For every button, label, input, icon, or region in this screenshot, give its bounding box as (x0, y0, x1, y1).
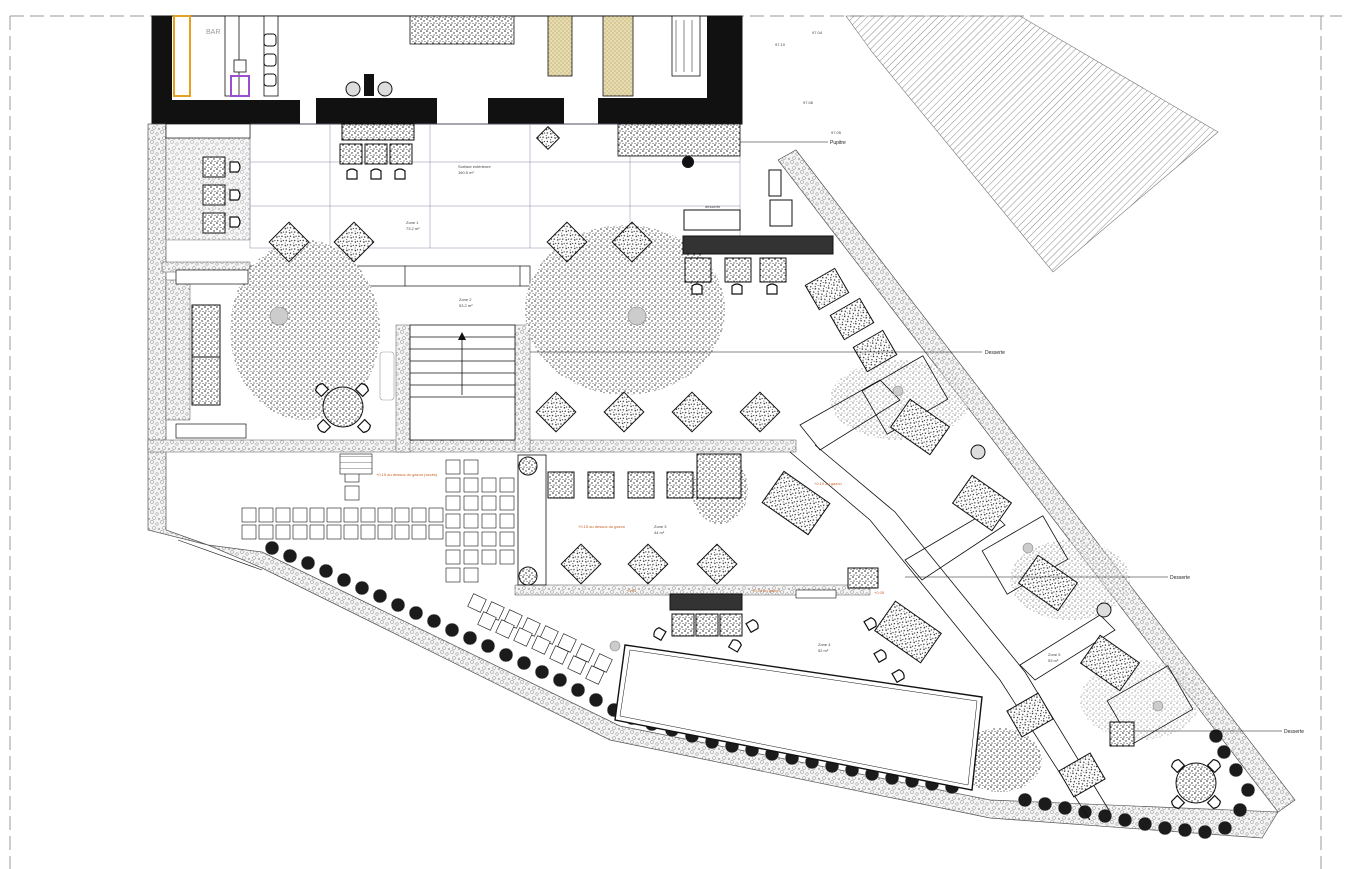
surface-value: 160.5 m² (458, 170, 474, 175)
shrub (682, 156, 694, 168)
elevation-97-05: 97.05 (831, 130, 842, 135)
planter (518, 566, 538, 586)
label-pupitre: Pupitre (830, 140, 846, 146)
note-gazon-1: +0.15 au dessus du gazon (578, 524, 625, 529)
zone-3-area: 44 m² (654, 530, 665, 535)
paved-squares (241, 459, 613, 685)
zone-4-area: 52 m² (818, 648, 829, 653)
note-level-3: +0.04 au gazon (752, 588, 780, 593)
dining-furniture (191, 123, 1217, 804)
level-annotations: +0.15 au dessus du gazon (accès) +0.15 a… (376, 472, 885, 595)
note-level-2: +0.05 (874, 590, 885, 595)
hatched-neighbour-building (845, 15, 1219, 273)
elevation-97-10: 97.10 (775, 42, 786, 47)
threshold-marker (795, 589, 837, 599)
post (1152, 700, 1164, 712)
banquette (175, 423, 247, 439)
umbrella-base (1096, 602, 1112, 618)
zone-labels: Zone 1 73.2 m² Zone 2 53.2 m² Zone 3 44 … (406, 164, 1061, 663)
note-gazon-2: +0.10 au gazon (814, 481, 842, 486)
elevation-marks: 97.04 97.10 97.06 97.05 (775, 30, 842, 135)
pool (614, 644, 983, 791)
zone-1-label: Zone 1 (406, 220, 419, 225)
zone-5-label: Zone 5 (1048, 652, 1061, 657)
leader-lines (177, 141, 1282, 732)
note-gazon-access: +0.15 au dessus du gazon (accès) (376, 472, 438, 477)
post (609, 640, 621, 652)
banquette (165, 123, 251, 139)
zone-2-area: 53.2 m² (459, 303, 473, 308)
step-block (339, 453, 373, 475)
zone-3-label: Zone 3 (654, 524, 667, 529)
label-desserte-2: Desserte (1170, 575, 1190, 581)
entry-steps (617, 123, 741, 157)
zone-4-label: Zone 4 (818, 642, 831, 647)
main-building: BAR (151, 15, 743, 125)
post (892, 385, 904, 397)
label-desserte-1: Desserte (985, 350, 1005, 356)
zone-5-area: 53 m² (1048, 658, 1059, 663)
zone-2-label: Zone 2 (459, 297, 472, 302)
bench (379, 351, 395, 401)
foliage-clusters (230, 225, 1200, 792)
elevation-97-04: 97.04 (812, 30, 823, 35)
note-level-1: +0.04 (626, 588, 637, 593)
zone-1-area: 73.2 m² (406, 226, 420, 231)
tree-trunk (627, 306, 647, 326)
pebble-perimeter (147, 123, 1296, 839)
desserte-box-label: desserte (705, 204, 721, 209)
elevation-97-06: 97.06 (803, 100, 814, 105)
bar-label: BAR (206, 29, 220, 36)
planter (518, 456, 538, 476)
tree-trunk (269, 306, 289, 326)
umbrella-base (970, 444, 986, 460)
planter-border (517, 454, 547, 586)
banquette (175, 269, 249, 285)
surface-label: Surface extérieure (458, 164, 491, 169)
label-desserte-3: Desserte (1284, 729, 1304, 735)
post (1022, 542, 1034, 554)
